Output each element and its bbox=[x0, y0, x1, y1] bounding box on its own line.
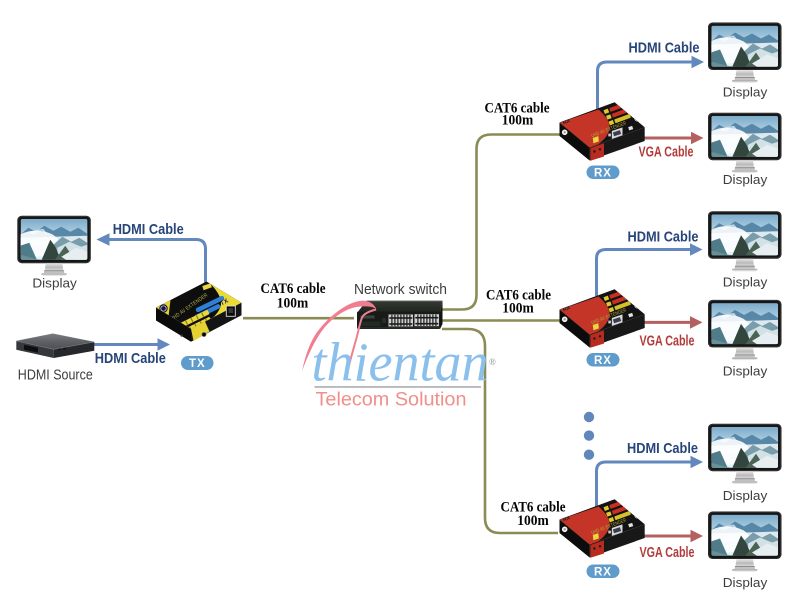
svg-text:HDMI Cable: HDMI Cable bbox=[95, 350, 166, 367]
svg-text:100m: 100m bbox=[502, 113, 534, 129]
svg-text:TX: TX bbox=[189, 358, 206, 370]
svg-text:HDMI Cable: HDMI Cable bbox=[629, 40, 700, 57]
svg-text:RX: RX bbox=[594, 355, 612, 367]
svg-text:Telecom Solution: Telecom Solution bbox=[316, 390, 467, 411]
svg-text:Network switch: Network switch bbox=[354, 281, 447, 298]
svg-text:Display: Display bbox=[723, 172, 768, 187]
svg-text:100m: 100m bbox=[277, 296, 309, 312]
svg-text:CAT6 cable: CAT6 cable bbox=[501, 499, 566, 515]
svg-text:VGA Cable: VGA Cable bbox=[640, 334, 695, 350]
svg-text:CAT6 cable: CAT6 cable bbox=[486, 288, 551, 304]
svg-text:Display: Display bbox=[723, 364, 768, 379]
svg-text:Display: Display bbox=[32, 276, 77, 291]
svg-text:TX: TX bbox=[219, 297, 230, 307]
svg-text:VGA Cable: VGA Cable bbox=[639, 145, 694, 161]
svg-text:Display: Display bbox=[723, 488, 768, 503]
svg-text:RX: RX bbox=[594, 566, 612, 578]
svg-text:RX: RX bbox=[562, 118, 571, 126]
svg-text:CAT6 cable: CAT6 cable bbox=[261, 281, 326, 297]
svg-text:100m: 100m bbox=[502, 301, 534, 317]
svg-text:HDMI Source: HDMI Source bbox=[18, 367, 93, 383]
svg-text:RX: RX bbox=[594, 167, 612, 179]
svg-text:HDMI Cable: HDMI Cable bbox=[627, 440, 698, 457]
svg-text:Display: Display bbox=[723, 575, 768, 590]
svg-text:Display: Display bbox=[723, 84, 768, 99]
svg-text:CAT6 cable: CAT6 cable bbox=[485, 100, 550, 116]
svg-text:thientan: thientan bbox=[312, 332, 489, 393]
svg-text:HDMI Cable: HDMI Cable bbox=[113, 221, 184, 238]
svg-text:®: ® bbox=[489, 357, 496, 367]
svg-text:HDMI Cable: HDMI Cable bbox=[628, 229, 699, 246]
svg-text:100m: 100m bbox=[517, 513, 549, 529]
svg-text:VGA Cable: VGA Cable bbox=[640, 545, 695, 561]
svg-text:Display: Display bbox=[723, 274, 768, 289]
